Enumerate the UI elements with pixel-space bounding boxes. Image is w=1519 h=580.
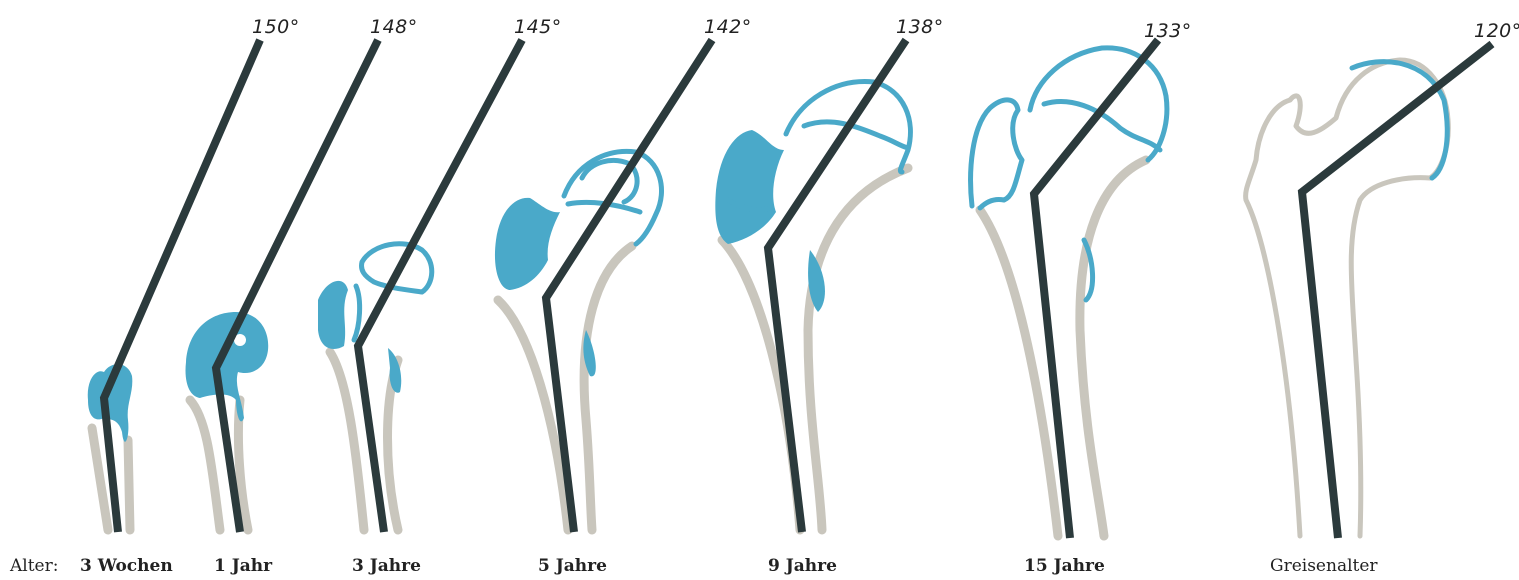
age-label-5-jahre: 5 Jahre xyxy=(538,556,607,576)
angle-label: 148° xyxy=(370,16,418,38)
age-label-3-jahre: 3 Jahre xyxy=(352,556,421,576)
age-label-15-jahre: 15 Jahre xyxy=(1024,556,1105,576)
angle-label: 120° xyxy=(1474,20,1519,42)
age-label-greisenalter: Greisenalter xyxy=(1270,556,1378,576)
age-label-1-jahr: 1 Jahr xyxy=(214,556,272,576)
femur-stage-1-jahr: 148° xyxy=(186,16,418,532)
age-label-3-wochen: 3 Wochen xyxy=(80,556,173,576)
femur-stage-3-wochen: 150° xyxy=(88,16,300,532)
age-label-9-jahre: 9 Jahre xyxy=(768,556,837,576)
femur-stage-9-jahre: 138° xyxy=(715,16,943,532)
angle-label: 138° xyxy=(896,16,944,38)
angle-label: 133° xyxy=(1144,20,1192,42)
femur-stage-15-jahre: 133° xyxy=(971,20,1192,538)
age-prefix-label: Alter: xyxy=(10,556,58,576)
femur-stage-5-jahre: 142° xyxy=(495,16,752,532)
angle-label: 142° xyxy=(704,16,752,38)
angle-label: 145° xyxy=(514,16,562,38)
femur-stage-greisenalter: 120° xyxy=(1246,20,1519,538)
angle-label: 150° xyxy=(252,16,300,38)
